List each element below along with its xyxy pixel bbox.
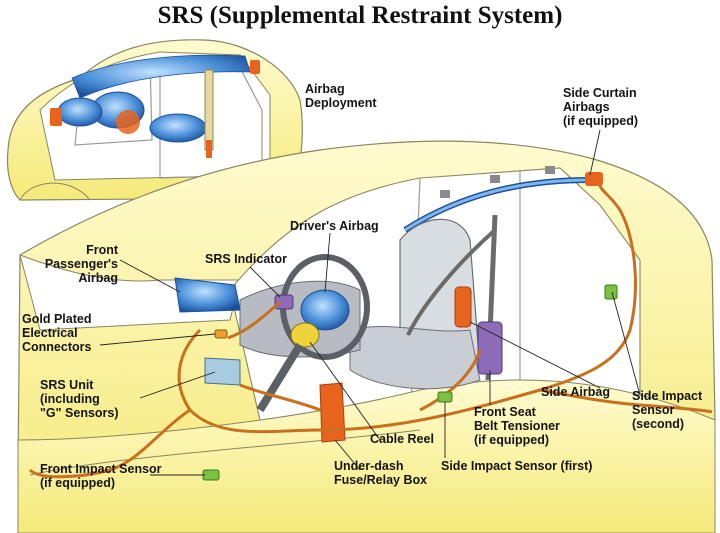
side-impact-sensor-first-part bbox=[437, 391, 453, 403]
label-side-impact-sensor-second: Side Impact Sensor (second) bbox=[632, 389, 703, 431]
label-front-seat-belt-tensioner: Front Seat Belt Tensioner (if equipped) bbox=[474, 405, 560, 447]
cable-reel-part bbox=[290, 322, 320, 348]
diagram-title: SRS (Supplemental Restraint System) bbox=[157, 2, 563, 29]
passenger-airbag-module bbox=[174, 277, 241, 313]
side-impact-sensor-second-part bbox=[604, 284, 618, 300]
srs-unit-module bbox=[204, 357, 241, 386]
label-srs-indicator: SRS Indicator bbox=[205, 252, 287, 266]
side-curtain-inflator bbox=[585, 172, 603, 186]
label-gold-plated-connectors: Gold Plated Electrical Connectors bbox=[22, 312, 92, 354]
label-cable-reel: Cable Reel bbox=[370, 432, 434, 446]
wiring-harness bbox=[28, 184, 713, 479]
fuse-relay-box bbox=[319, 382, 346, 443]
label-front-impact-sensor: Front Impact Sensor (if equipped) bbox=[40, 462, 162, 490]
belt-tensioner-module bbox=[477, 321, 503, 375]
side-airbag-module bbox=[454, 286, 472, 328]
label-airbag-deployment: Airbag Deployment bbox=[305, 82, 377, 110]
small-car-illustration bbox=[6, 39, 303, 201]
front-impact-sensor-part bbox=[202, 469, 220, 481]
label-side-impact-sensor-first: Side Impact Sensor (first) bbox=[441, 459, 593, 473]
label-front-passenger-airbag: Front Passenger's Airbag bbox=[44, 243, 118, 285]
label-srs-unit: SRS Unit (including "G" Sensors) bbox=[40, 378, 119, 420]
leader-lines bbox=[99, 129, 641, 476]
label-side-curtain-airbags: Side Curtain Airbags (if equipped) bbox=[563, 86, 638, 128]
srs-indicator-lamp bbox=[274, 294, 294, 310]
label-drivers-airbag: Driver's Airbag bbox=[290, 219, 379, 233]
label-side-airbag: Side Airbag bbox=[541, 385, 610, 399]
label-under-dash-fuse-relay-box: Under-dash Fuse/Relay Box bbox=[334, 459, 428, 487]
